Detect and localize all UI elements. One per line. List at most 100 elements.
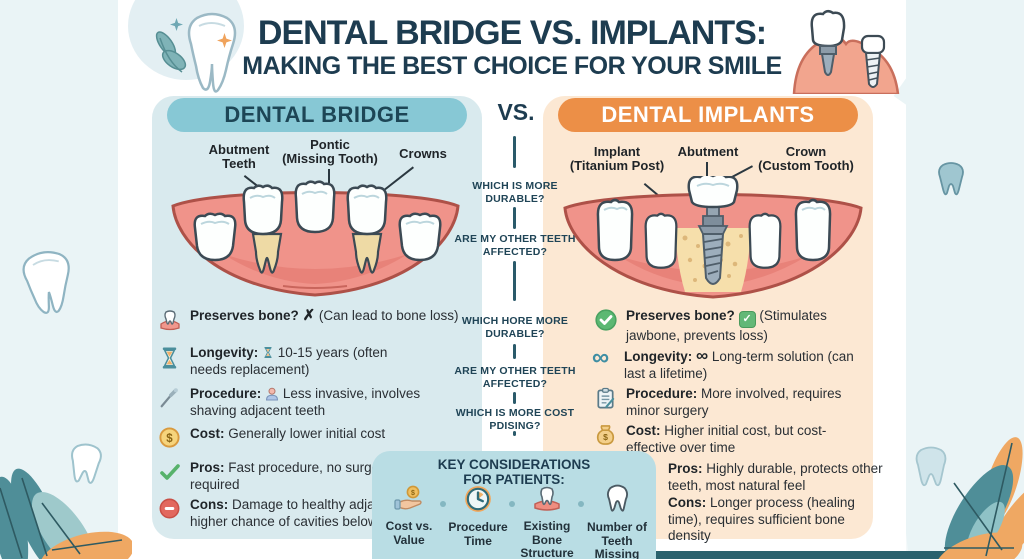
list-item-cost: $ Cost: Generally lower initial cost <box>158 426 475 454</box>
leaves-icon <box>152 26 192 83</box>
key-considerations-title: KEY CONSIDERATIONS <box>437 457 591 472</box>
svg-text:$: $ <box>603 432 608 442</box>
cross-icon: ✗ <box>302 307 316 324</box>
item-text: (Can lead to bone loss) <box>318 308 459 323</box>
label-crown: Crown (Custom Tooth) <box>758 144 854 173</box>
dental-implant-diagram <box>553 173 873 313</box>
divider-dash <box>513 392 516 404</box>
hourglass-inline-icon <box>262 345 274 360</box>
list-item-procedure: Procedure: More involved, requires minor… <box>594 386 878 419</box>
dental-probe-icon <box>158 386 184 415</box>
item-title: Pros: <box>668 461 703 476</box>
divider-dash <box>513 136 516 168</box>
vs-label: VS. <box>497 99 535 125</box>
label-pontic: Pontic (Missing Tooth) <box>282 137 378 166</box>
item-title: Cost: <box>190 426 225 441</box>
question-durable-2: WHICH HORE MORE DURABLE? <box>461 315 569 340</box>
checkmark-icon <box>158 460 184 489</box>
tooth-gum-icon <box>158 308 184 337</box>
item-title: Longevity: <box>190 345 259 360</box>
bottom-accent-bar <box>560 551 985 559</box>
item-title: Cost: <box>626 423 661 438</box>
money-bag-icon: $ <box>594 423 620 452</box>
list-item-longevity: ∞ Longevity: ∞ Long-term solution (can l… <box>592 344 872 382</box>
question-teeth-affected-1: ARE MY OTHER TEETH AFFECTED? <box>454 233 576 258</box>
clipboard-icon <box>594 386 620 416</box>
divider-dot <box>513 431 516 436</box>
label-abutment-teeth: Abutment Teeth <box>208 142 270 171</box>
svg-text:$: $ <box>411 490 415 497</box>
item-text: Long-term solution (can last a lifetime) <box>624 349 854 381</box>
list-item-preserves-bone: Preserves bone? ✓ (Stimulates jawbone, p… <box>594 308 868 345</box>
tooth-light-icon <box>912 446 950 499</box>
divider-dash <box>513 261 516 301</box>
divider-dash <box>513 344 516 359</box>
key-considerations-title-line2: FOR PATIENTS: <box>463 472 565 487</box>
leaves-bottom-right-icon <box>924 428 1024 559</box>
bone-structure-icon <box>531 486 563 517</box>
tooth-outline-icon <box>15 246 82 324</box>
item-text: 10-15 years (often needs replacement) <box>190 345 388 377</box>
check-box-icon: ✓ <box>738 311 756 328</box>
clock-icon <box>463 486 493 518</box>
key-item-bone-structure: Existing Bone Structure <box>515 485 579 559</box>
item-title: Cons: <box>190 497 229 512</box>
separator-dot <box>509 501 515 507</box>
question-teeth-affected-2: ARE MY OTHER TEETH AFFECTED? <box>454 365 576 390</box>
sparkle-icon <box>170 18 183 36</box>
person-inline-icon <box>265 386 279 401</box>
svg-text:$: $ <box>166 433 173 445</box>
item-text: Less invasive, involves shaving adjacent… <box>190 386 421 418</box>
list-item-longevity: Longevity: 10-15 years (often needs repl… <box>158 345 422 378</box>
list-item-procedure: Procedure: Less invasive, involves shavi… <box>158 386 442 419</box>
label-implant: Implant (Titanium Post) <box>569 144 665 173</box>
dental-bridge-header: DENTAL BRIDGE <box>167 98 467 132</box>
list-item-pros: Pros: Highly durable, protects other tee… <box>668 461 890 494</box>
implant-illustration-icon <box>786 8 906 99</box>
item-title: Preserves bone? <box>626 308 735 323</box>
dental-bridge-diagram <box>163 176 468 313</box>
tooth-icon <box>604 484 631 518</box>
item-title: Cons: <box>668 495 707 510</box>
question-durable-1: WHICH IS MORE DURABLE? <box>472 180 558 205</box>
page-title: DENTAL BRIDGE VS. IMPLANTS: <box>257 14 767 52</box>
item-text: More involved, requires minor surgery <box>626 386 842 418</box>
item-title: Pros: <box>190 460 225 475</box>
item-text: Longer process (healing time), requires … <box>668 495 855 543</box>
divider-dash <box>513 207 516 229</box>
leaves-bottom-left-icon <box>0 428 134 559</box>
infinity-inline-icon: ∞ <box>696 346 709 365</box>
key-item-cost-vs-value: $ Cost vs. Value <box>378 485 440 547</box>
dollar-coin-icon: $ <box>158 426 184 454</box>
item-text: (Stimulates jawbone, prevents loss) <box>626 308 827 343</box>
page-subtitle: MAKING THE BEST CHOICE FOR YOUR SMILE <box>242 52 782 80</box>
infinity-icon: ∞ <box>592 344 610 371</box>
minus-circle-icon <box>158 497 184 525</box>
tooth-outline-icon <box>63 441 106 498</box>
item-title: Preserves bone? <box>190 308 299 323</box>
sparkle-icon <box>217 33 232 53</box>
dental-implants-header: DENTAL IMPLANTS <box>558 98 858 132</box>
tooth-small-icon <box>936 162 966 207</box>
list-item-pros: Pros: Fast procedure, no surgery require… <box>158 460 410 493</box>
key-item-procedure-time: Procedure Time <box>446 484 510 548</box>
label-line <box>706 162 708 176</box>
separator-dot <box>578 501 584 507</box>
question-cost: WHICH IS MORE COST PDISING? <box>455 407 575 432</box>
item-text: Higher initial cost, but cost-effective … <box>626 423 827 455</box>
item-text: Fast procedure, no surgery required <box>190 460 391 492</box>
item-title: Procedure: <box>190 386 262 401</box>
hand-coin-icon: $ <box>393 485 425 517</box>
label-abutment: Abutment <box>677 144 739 159</box>
list-item-preserves-bone: Preserves bone? ✗ (Can lead to bone loss… <box>158 307 482 337</box>
check-circle-icon <box>594 308 620 337</box>
hourglass-icon <box>158 345 184 376</box>
key-item-teeth-missing: Number of Teeth Missing <box>584 483 650 559</box>
item-title: Longevity: <box>624 349 693 364</box>
item-title: Procedure: <box>626 386 698 401</box>
separator-dot <box>440 501 446 507</box>
item-text: Highly durable, protects other teeth, mo… <box>668 461 883 493</box>
list-item-cons: Cons: Longer process (healing time), req… <box>668 495 890 545</box>
list-item-cost: $ Cost: Higher initial cost, but cost-ef… <box>594 423 858 456</box>
